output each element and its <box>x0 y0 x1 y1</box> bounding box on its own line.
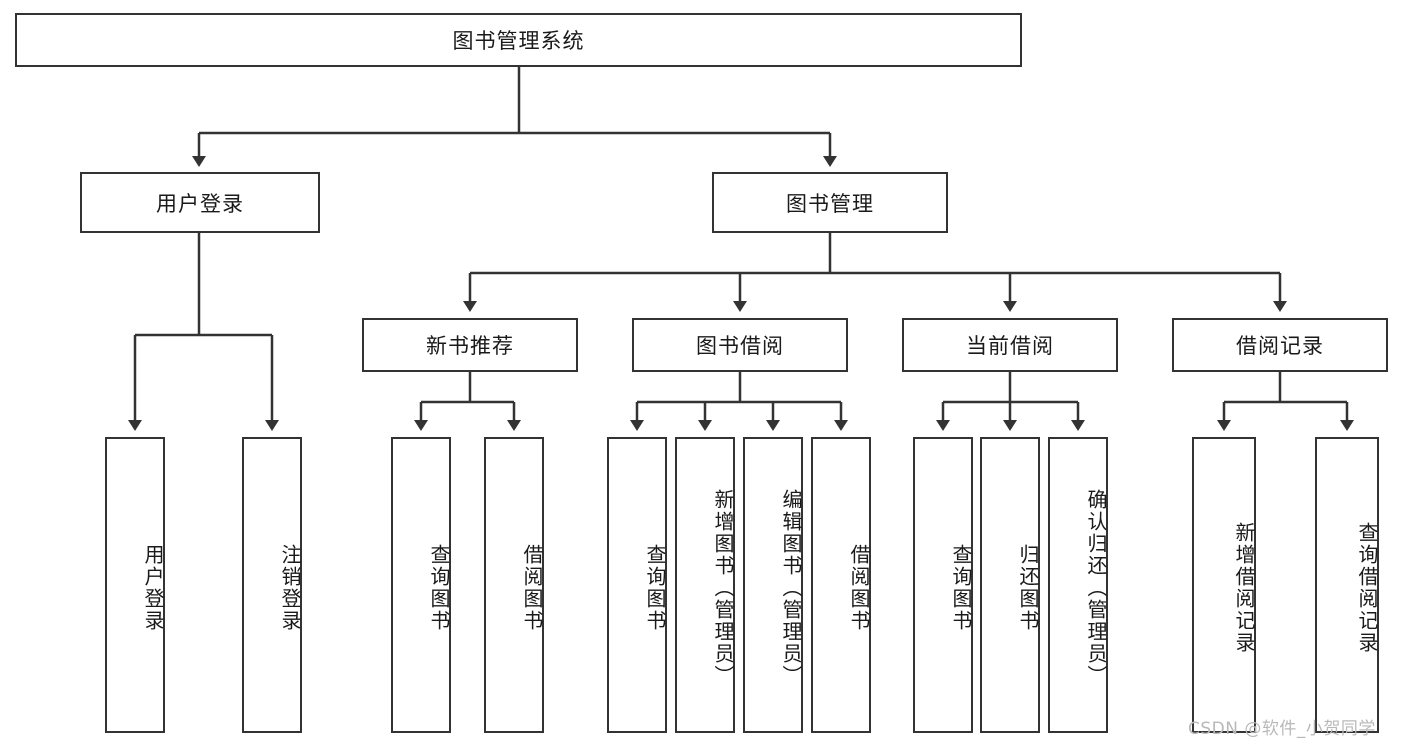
node-label: 借阅图书 <box>520 544 544 632</box>
node-label: 查询图书 <box>643 544 667 632</box>
node-label: 查询图书 <box>427 544 451 632</box>
leaf-logout[interactable]: 注销登录 <box>242 437 302 733</box>
leaf-confirm-return-admin[interactable]: 确认归还（管理员） <box>1048 437 1108 733</box>
node-label: 注销登录 <box>278 544 302 632</box>
node-label: 图书借阅 <box>696 334 784 358</box>
node-current-borrowing[interactable]: 当前借阅 <box>902 318 1118 372</box>
leaf-query-book-borrow[interactable]: 查询图书 <box>607 437 667 733</box>
node-label: 新增借阅记录 <box>1232 522 1256 654</box>
leaf-query-book-current[interactable]: 查询图书 <box>913 437 973 733</box>
leaf-add-borrow-record[interactable]: 新增借阅记录 <box>1192 437 1256 733</box>
node-new-book-recommendation[interactable]: 新书推荐 <box>362 318 578 372</box>
csdn-watermark: CSDN @软件_小贺同学 <box>1188 719 1376 739</box>
leaf-query-book-recommend[interactable]: 查询图书 <box>391 437 451 733</box>
node-book-management[interactable]: 图书管理 <box>712 172 948 233</box>
leaf-return-book[interactable]: 归还图书 <box>980 437 1040 733</box>
node-label: 编辑图书（管理员） <box>779 489 803 687</box>
node-user-login[interactable]: 用户登录 <box>80 172 320 233</box>
leaf-user-login[interactable]: 用户登录 <box>105 437 165 733</box>
node-label: 查询图书 <box>949 544 973 632</box>
node-borrowing-records[interactable]: 借阅记录 <box>1172 318 1388 372</box>
node-label: 新增图书（管理员） <box>711 489 735 687</box>
node-label: 借阅记录 <box>1236 334 1324 358</box>
node-book-borrowing[interactable]: 图书借阅 <box>632 318 848 372</box>
node-root-book-management-system[interactable]: 图书管理系统 <box>15 13 1022 67</box>
leaf-edit-book-admin[interactable]: 编辑图书（管理员） <box>743 437 803 733</box>
leaf-borrow-book-recommend[interactable]: 借阅图书 <box>484 437 544 733</box>
node-label: 用户登录 <box>141 544 165 632</box>
leaf-add-book-admin[interactable]: 新增图书（管理员） <box>675 437 735 733</box>
node-label: 图书管理系统 <box>452 29 585 53</box>
node-label: 图书管理 <box>786 191 874 216</box>
node-label: 当前借阅 <box>966 334 1054 358</box>
leaf-query-borrow-record[interactable]: 查询借阅记录 <box>1315 437 1379 733</box>
node-label: 新书推荐 <box>426 334 514 358</box>
leaf-borrow-book[interactable]: 借阅图书 <box>811 437 871 733</box>
node-label: 确认归还（管理员） <box>1084 489 1108 687</box>
node-label: 归还图书 <box>1016 544 1040 632</box>
node-label: 借阅图书 <box>847 544 871 632</box>
node-label: 用户登录 <box>156 191 244 216</box>
node-label: 查询借阅记录 <box>1355 522 1379 654</box>
